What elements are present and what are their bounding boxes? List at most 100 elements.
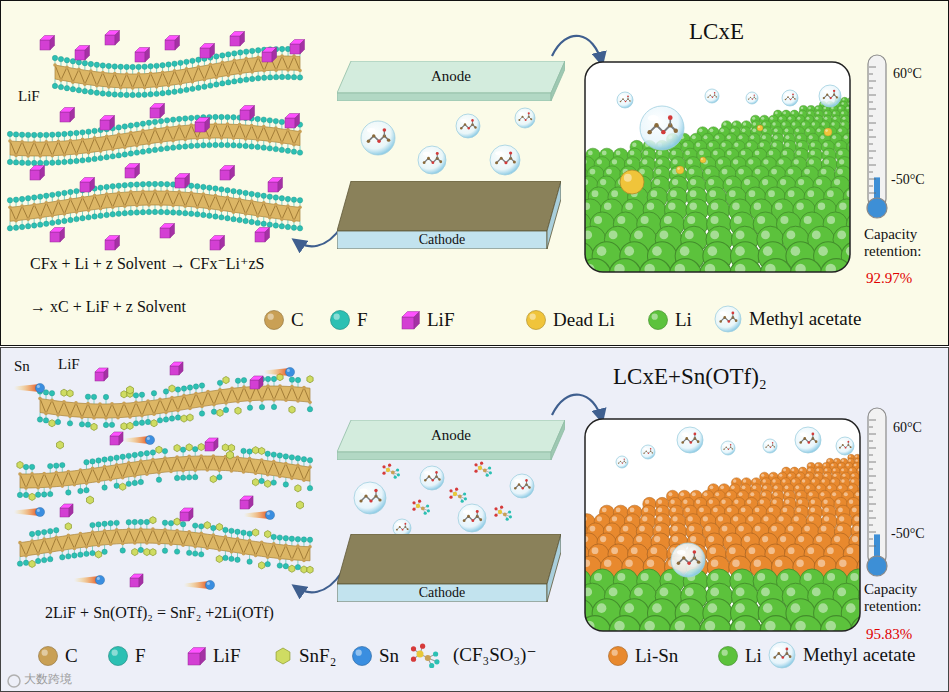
illustration-part [13,160,18,165]
illustration-part [88,61,93,66]
illustration-part [24,486,28,490]
illustration-part [169,542,173,546]
illustration-part [290,44,300,54]
illustration-part [50,160,55,165]
illustration-part [103,394,108,399]
illustration-part [20,456,310,488]
illustration-part [104,368,108,381]
illustration-part [163,389,168,394]
illustration-part [238,197,242,201]
illustration-part [193,468,197,472]
illustration-part [220,236,225,251]
methyl-acetate-bubble [490,145,520,175]
illustration-part [792,122,795,125]
illustration-part [266,555,270,559]
illustration-part [86,129,91,134]
illustration-part [490,145,520,175]
illustration-part [237,143,242,148]
illustration-part [66,554,71,559]
illustration-part [164,181,169,186]
illustration-part [237,189,242,194]
illustration-part [279,147,284,152]
illustration-part [585,85,850,272]
illustration-part [210,44,215,59]
lif-cube [80,178,95,193]
illustration-part [159,140,163,144]
illustration-part [752,128,756,132]
illustration-part [62,190,67,195]
illustration-part [254,471,258,475]
lif-cube [75,46,90,61]
illustration-part [260,398,264,402]
illustration-part [262,125,266,129]
illustration-part [769,150,774,155]
methyl-acetate-bubble [361,121,395,155]
illustration-part [741,150,746,155]
illustration-part [241,377,246,382]
illustration-part [42,472,46,476]
illustration-part [159,203,163,207]
illustration-part [432,479,434,481]
carbon-fluoride-sheet [7,181,302,231]
illustration-part [10,124,300,156]
curved-arrow [552,36,602,64]
illustration-part [685,150,690,155]
illustration-part [164,209,169,214]
illustration-part [202,84,207,89]
triflate-anion [474,462,492,477]
snf2-particle [87,496,94,504]
illustration-part [134,401,138,405]
illustration-part [657,150,662,155]
carbon-fluoride-sheet [17,517,313,574]
illustration-part [157,418,162,423]
illustration-part [219,114,224,119]
illustration-part [229,556,234,561]
illustration-part [73,483,77,487]
illustration-part [152,119,157,124]
illustration-part [30,472,34,476]
illustration-part [170,117,175,122]
illustration-part [124,92,129,97]
illustration-part [279,224,284,229]
illustration-part [41,557,46,562]
illustration-part [284,462,288,466]
illustration-part [48,550,52,554]
illustration-part [189,211,194,216]
methyl-acetate-bubble [456,114,480,138]
illustration-part [255,192,260,197]
illustration-part [397,473,400,476]
carbon-fluoride-sheet [17,443,313,500]
illustration-part [256,138,260,142]
snf2-particle [150,549,156,556]
illustration-part [183,204,187,208]
snf2-particle [265,480,271,487]
illustration-part [125,72,129,76]
illustration-part [94,62,99,67]
illustration-part [90,550,95,555]
illustration-part [80,216,85,221]
illustration-part [396,468,399,471]
illustration-part [474,470,477,473]
illustration-part [509,151,512,154]
illustration-part [272,460,276,464]
illustration-part [62,400,66,404]
illustration-part [10,124,300,156]
illustration-part [114,455,119,460]
illustration-part [463,510,470,514]
illustration-part [76,60,81,65]
illustration-part [244,137,248,141]
illustration-part [19,160,24,165]
illustration-part [118,64,123,69]
snf2-particle [210,475,216,482]
cfx-structure-sn [14,362,313,590]
illustration-part [286,204,290,208]
illustration-part [175,455,179,459]
lif-cube [60,108,75,123]
illustration-part [203,78,207,82]
illustration-part [37,385,40,388]
illustration-part [190,86,195,91]
illustration-part [268,182,278,192]
illustration-part [808,107,811,110]
snf2-particle [67,390,73,397]
illustration-part [133,541,137,545]
